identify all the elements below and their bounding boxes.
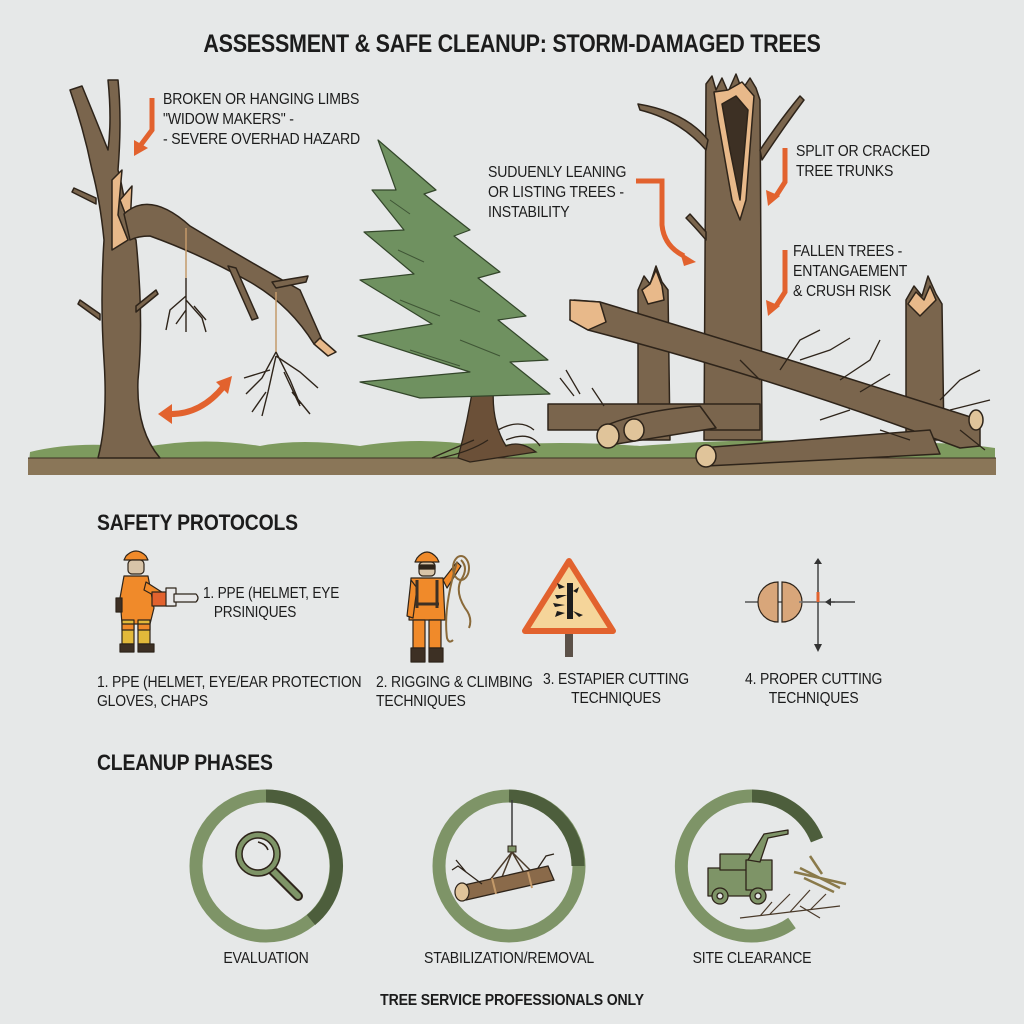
phase-ring-stabilization: [432, 789, 586, 943]
chainsaw-worker-icon: [115, 550, 199, 653]
arrow-split-icon: [773, 148, 788, 198]
arrow-fallen-icon: [773, 250, 788, 308]
phase-label-evaluation: EVALUATION: [223, 950, 309, 967]
cutting-diagram-icon: [745, 558, 855, 652]
protocol-label-ppe: 1. PPE (HELMET, EYE/EAR PROTECTION GLOVE…: [97, 674, 362, 710]
arrow-widow-makers-icon: [138, 98, 155, 148]
footer-disclaimer: TREE SERVICE PROFESSIONALS ONLY: [380, 992, 644, 1009]
phase-ring-evaluation: [189, 789, 343, 943]
arrow-leaning-icon: [636, 178, 686, 259]
section-heading-safety: SAFETY PROTOCOLS: [97, 510, 298, 535]
phase-label-stabilization: STABILIZATION/REMOVAL: [423, 950, 594, 967]
broken-limb-tree: [69, 79, 337, 459]
inline-caption-ppe: 1. PPE (HELMET, EYE PRSINIQUES: [203, 585, 340, 621]
falling-tree-warning-sign-icon: [522, 558, 616, 657]
magnifying-glass-icon: [235, 831, 303, 901]
phase-label-site-clearance: SITE CLEARANCE: [692, 950, 812, 967]
annotation-widow-makers: BROKEN OR HANGING LIMBS "WIDOW MAKERS" -…: [163, 91, 361, 148]
annotation-leaning-trees: SUDUENLY LEANING OR LISTING TREES - INST…: [488, 164, 627, 221]
climber-with-rope-icon: [406, 551, 472, 663]
annotation-arrows: [134, 98, 788, 316]
section-heading-cleanup: CLEANUP PHASES: [97, 750, 273, 775]
protocol-label-proper-cutting: 4. PROPER CUTTING TECHNIQUES: [745, 671, 883, 707]
split-trunk-tree: [547, 73, 991, 468]
page-title: ASSESSMENT & SAFE CLEANUP: STORM-DAMAGED…: [203, 30, 821, 58]
wood-chipper-icon: [707, 829, 847, 919]
swing-arrow-icon: [165, 384, 227, 418]
annotation-split-trunks: SPLIT OR CRACKED TREE TRUNKS: [796, 143, 930, 180]
phase-ring-site-clearance: [674, 789, 824, 943]
hoisted-log-icon: [451, 800, 555, 902]
leaning-pine-tree: [357, 139, 551, 463]
protocol-label-estapier: 3. ESTAPIER CUTTING TECHNIQUES: [543, 671, 689, 707]
protocol-label-rigging: 2. RIGGING & CLIMBING TECHNIQUES: [376, 674, 533, 710]
annotation-fallen-trees: FALLEN TREES - ENTANGAEMENT & CRUSH RISK: [793, 243, 908, 300]
